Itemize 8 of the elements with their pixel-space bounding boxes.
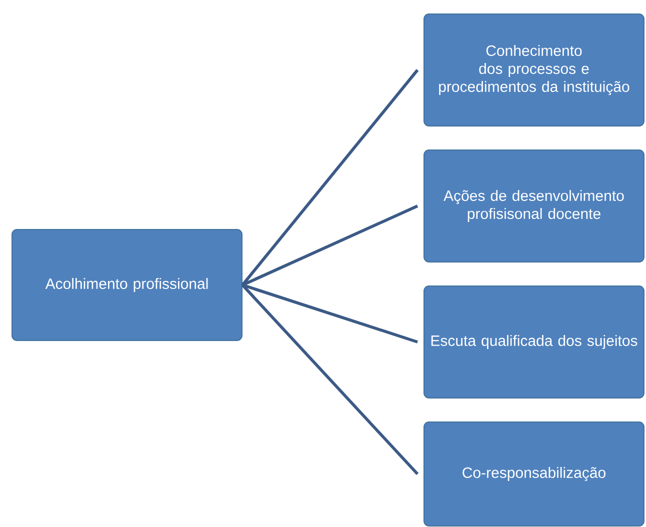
process-box: Co-responsabilização [424,422,644,526]
process-box: Conhecimento dos processos e procedimentos da instituição [424,14,644,126]
connector-line [242,284,418,344]
process-box: Acolhimento profissional [12,229,242,341]
process-box: Escuta qualificada dos sujeitos [424,286,644,398]
connector-line [241,69,419,286]
process-box: Ações de desenvolvimento profisisonal docente [424,150,644,262]
connector-line [241,284,419,475]
